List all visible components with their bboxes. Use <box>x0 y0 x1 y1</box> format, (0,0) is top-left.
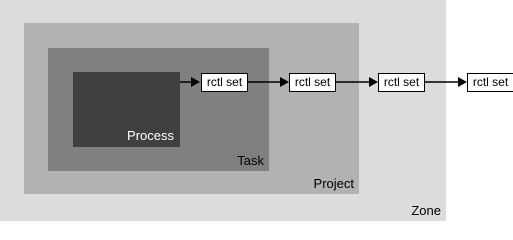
arrow-process-to-rctl1 <box>180 77 200 87</box>
rctl-set-task: rctl set <box>201 73 248 92</box>
arrow-rctl2-to-rctl3 <box>336 77 378 87</box>
project-label: Project <box>313 176 354 191</box>
process-label: Process <box>127 128 174 143</box>
process-box: Process <box>73 72 180 147</box>
zone-label: Zone <box>411 203 441 218</box>
rctl-set-zone: rctl set <box>378 73 425 92</box>
rctl-set-project: rctl set <box>289 73 336 92</box>
task-label: Task <box>237 153 264 168</box>
arrow-rctl1-to-rctl2 <box>248 77 289 87</box>
arrow-connectors <box>180 77 467 87</box>
arrow-rctl3-to-rctl4 <box>425 77 467 87</box>
rctl-set-system: rctl set <box>467 73 513 92</box>
